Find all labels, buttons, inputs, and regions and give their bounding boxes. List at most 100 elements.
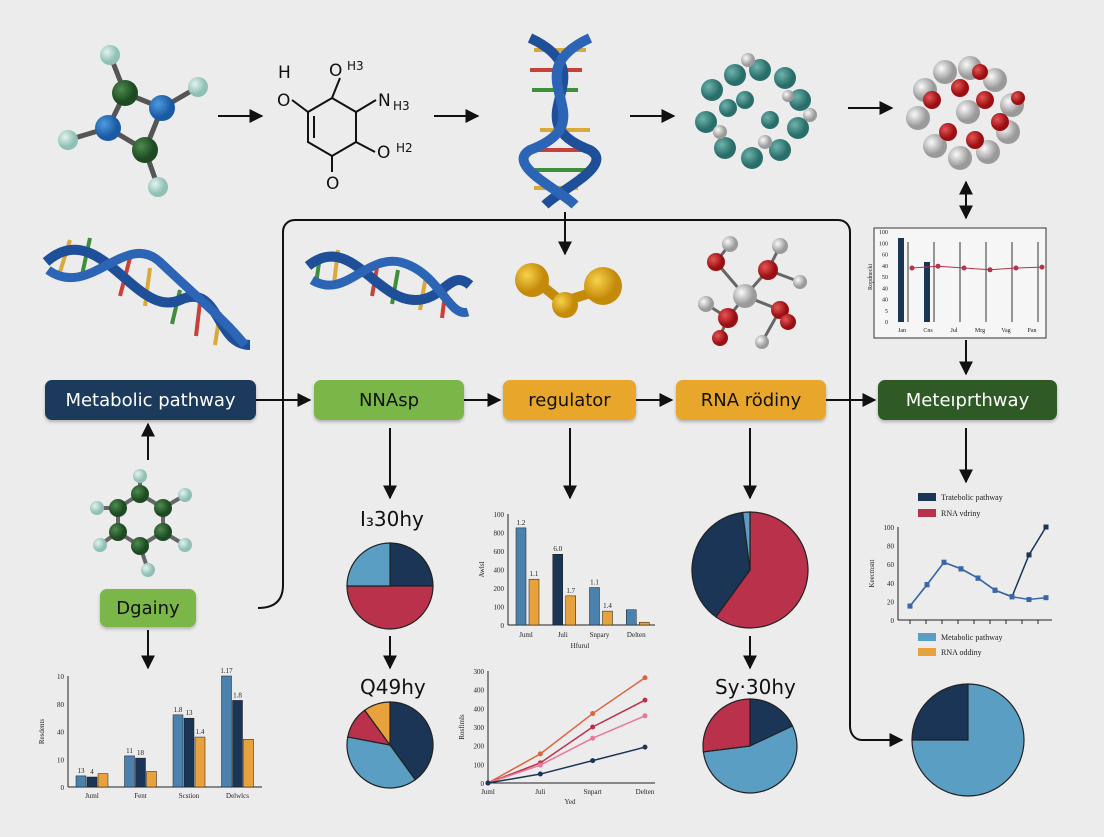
right-legend-bottom: Metabolic pathway RNA oddiny	[918, 633, 1003, 657]
data-point	[1040, 265, 1045, 270]
y-tick-label: 40	[882, 264, 888, 270]
data-point	[993, 588, 998, 593]
data-point	[1044, 595, 1049, 600]
data-point	[643, 745, 648, 750]
bar-value-label: 1.1	[530, 570, 539, 578]
y-tick-label: 100	[879, 241, 888, 247]
pie-title-i30: I₃30hy	[360, 507, 424, 531]
y-tick-label: 300	[474, 724, 485, 732]
x-tick-label: Mrg	[975, 328, 985, 334]
x-tick-label: Juml	[519, 631, 533, 639]
x-tick-label: Vag	[1001, 328, 1010, 334]
x-axis-label: Yed	[565, 798, 576, 806]
y-tick-label: 60	[887, 561, 895, 569]
bar	[76, 776, 86, 787]
chem-o-bottom: O	[326, 174, 339, 194]
y-axis-label: Rosfimls	[458, 714, 466, 740]
chemical-structure-icon: H O O O H3 N H3 O H2	[277, 59, 413, 194]
bar-value-label: 1.2	[517, 519, 526, 527]
box-label: Dgainy	[116, 598, 179, 619]
y-tick-label: 40	[57, 729, 65, 737]
bar-value-label: 1.4	[196, 728, 205, 736]
process-box-regulator[interactable]: regulator	[503, 380, 636, 420]
y-tick-label: 0	[885, 320, 888, 326]
data-point	[962, 266, 967, 271]
bar-value-label: 13	[78, 767, 86, 775]
pie-slice	[347, 586, 433, 629]
bar-value-label: 6.0	[553, 545, 562, 553]
data-point	[1044, 525, 1049, 530]
molecule-gold-icon	[515, 263, 622, 318]
data-point	[643, 713, 648, 718]
data-point	[988, 267, 993, 272]
bar	[195, 737, 205, 787]
bar-chart-middle: 1008006004002001000Awlsl1.21.1Juml6.01.7…	[478, 511, 655, 650]
process-box-nnasp[interactable]: NNAsp	[314, 380, 464, 420]
legend-item: RNA oddiny	[941, 648, 982, 657]
box-label: Metabolic pathway	[65, 390, 235, 411]
bar	[147, 771, 157, 787]
right-legend-top: Tratebolic pathway RNA vdriny	[918, 493, 1003, 518]
pie-slice	[703, 699, 750, 752]
chem-h3-top: H3	[347, 59, 364, 73]
chem-n: N	[378, 91, 391, 111]
bar	[603, 611, 613, 625]
process-box-metabolic-pathway[interactable]: Metabolic pathway	[45, 380, 256, 420]
bar	[233, 700, 243, 787]
x-tick-label: Delten	[636, 788, 655, 796]
pie-title-q49: Q49hy	[360, 675, 426, 699]
process-box-mete-pathway[interactable]: Meteıprthway	[878, 380, 1057, 420]
data-point	[590, 725, 595, 730]
y-tick-label: 200	[474, 743, 485, 751]
chem-o-right: O	[377, 143, 390, 163]
y-tick-label: 0	[501, 622, 505, 630]
process-box-dgainy[interactable]: Dgainy	[100, 589, 196, 627]
bar-value-label: 1.7	[566, 587, 575, 595]
chem-o-top: O	[329, 61, 342, 81]
y-tick-label: 600	[494, 548, 505, 556]
series-line	[910, 527, 1046, 606]
y-tick-label: 100	[474, 761, 485, 769]
y-axis-label: Keecmsnt	[868, 559, 876, 587]
bar	[173, 715, 183, 787]
data-point	[908, 604, 913, 609]
bar	[553, 554, 563, 625]
data-point	[590, 711, 595, 716]
bar	[516, 528, 526, 625]
bar-value-label: 1.17	[220, 667, 233, 675]
bar	[626, 610, 636, 625]
y-tick-label: 40	[887, 580, 895, 588]
series-line	[910, 562, 1046, 606]
dna-horizontal-icon-2	[308, 250, 470, 318]
data-point	[936, 264, 941, 269]
protein-molecule-icon	[906, 56, 1025, 170]
bar	[898, 238, 904, 322]
data-point	[590, 758, 595, 763]
y-tick-label: 100	[884, 524, 895, 532]
bar-value-label: 1.8	[174, 706, 183, 714]
pie-chart-i30	[347, 543, 433, 629]
data-point	[538, 751, 543, 756]
process-box-rna[interactable]: RNA rödiny	[676, 380, 826, 420]
dna-horizontal-icon	[46, 238, 250, 345]
chem-h: H	[278, 63, 291, 83]
bar-value-label: 13	[186, 709, 194, 717]
x-tick-label: Delten	[627, 631, 646, 639]
bar	[136, 758, 146, 787]
y-tick-label: 400	[474, 705, 485, 713]
line-chart-middle: 3004004003002001000RosfimlsJumlJuliSnpar…	[458, 668, 655, 806]
data-point	[1010, 594, 1015, 599]
y-axis-label: Ropdnecki	[868, 264, 874, 290]
y-tick-label: 80	[887, 543, 895, 551]
y-tick-label: 40	[882, 298, 888, 304]
bar	[98, 774, 108, 787]
x-axis-label: Hfurul	[571, 642, 590, 650]
bar	[924, 262, 930, 322]
bar	[566, 596, 576, 625]
pie-title-sy30: Sy·30hy	[715, 675, 796, 699]
x-tick-label: Juml	[481, 788, 495, 796]
y-tick-label: 0	[481, 780, 485, 788]
y-tick-label: 50	[882, 275, 888, 281]
y-tick-label: 5	[885, 309, 888, 315]
